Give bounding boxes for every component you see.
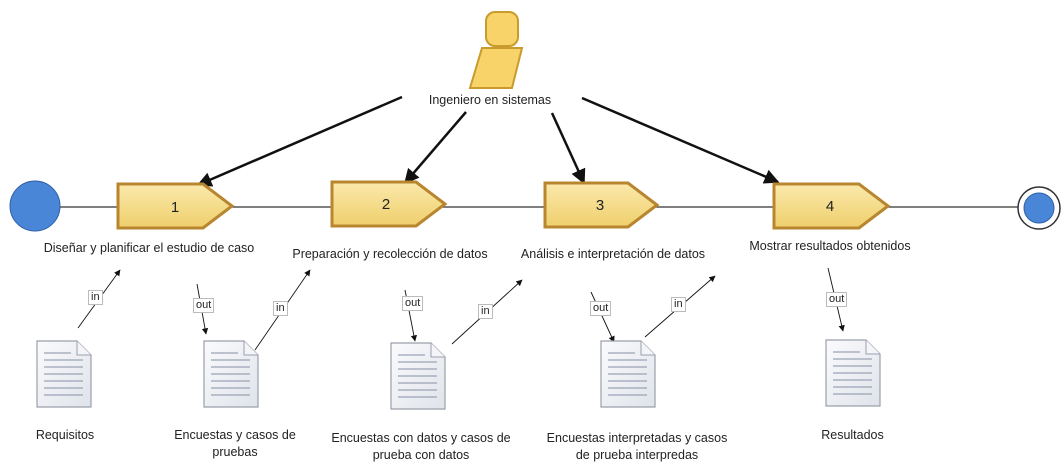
actor-label: Ingeniero en sistemas [428,93,552,107]
document-icon [203,340,259,408]
end-event-icon [1017,186,1061,230]
in-label: in [273,301,288,316]
in-label: in [88,290,103,305]
activity-2[interactable]: 2 [330,180,448,228]
document-icon [825,339,881,407]
actor-arrow-3 [550,112,586,185]
actor-arrow-4 [581,96,780,184]
activity-number: 2 [382,196,390,213]
activity-4[interactable]: 4 [772,182,891,230]
document-label: Resultados [821,428,884,442]
in-label: in [478,304,493,319]
document-label: Encuestas y casos de pruebas [174,428,296,459]
activity-label: Diseñar y planificar el estudio de caso [43,241,255,255]
out-label: out [402,296,424,311]
activity-3[interactable]: 3 [543,181,660,229]
document-icon [36,340,92,408]
start-event-icon [9,180,61,232]
out-label: out [826,292,848,307]
document-label: Encuestas interpretadas y casos de prueb… [546,431,728,462]
activity-label: Preparación y recolección de datos [292,247,488,261]
activity-1[interactable]: 1 [116,182,235,230]
document-icon [600,340,656,408]
activity-label: Análisis e interpretación de datos [520,247,706,261]
out-label: out [193,298,215,313]
actor-arrow-2 [404,111,467,185]
activity-number: 1 [171,199,179,216]
document-label: Encuestas con datos y casos de prueba co… [331,431,511,462]
person-icon [468,11,524,89]
activity-label: Mostrar resultados obtenidos [749,239,911,253]
out-arrow-3 [590,291,615,343]
activity-number: 4 [826,198,834,215]
actor-arrow-1 [196,95,403,187]
in-label: in [671,297,686,312]
document-icon [390,342,446,410]
out-label: out [590,301,612,316]
activity-number: 3 [596,197,604,214]
document-label: Requisitos [35,428,95,442]
